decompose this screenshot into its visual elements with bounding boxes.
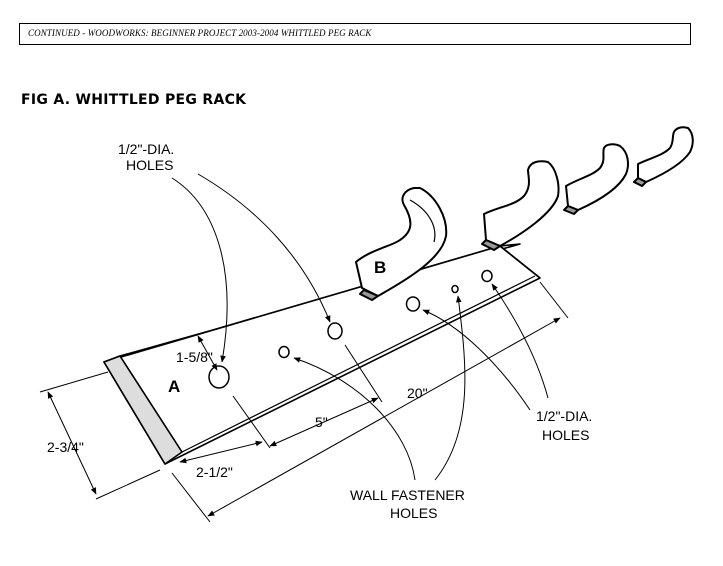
- peg-4: [633, 126, 694, 187]
- rack-board: [103, 243, 541, 465]
- dim-5-label: 5": [315, 414, 328, 430]
- hole-far-right: [481, 269, 493, 283]
- wall-fastener-label-1: WALL FASTENER: [350, 487, 465, 503]
- peg-b: [355, 187, 448, 301]
- holes-top-label-1: 1/2"-DIA.: [118, 141, 174, 157]
- header-box: CONTINUED - WOODWORKS: BEGINNER PROJECT …: [19, 23, 691, 45]
- dim-2-1-2-label: 2-1/2": [196, 464, 233, 480]
- dim-1-5-8-label: 1-5/8": [176, 349, 213, 365]
- holes-right-label-1: 1/2"-DIA.: [536, 408, 592, 424]
- part-b-label: B: [374, 258, 386, 277]
- peg-2: [481, 160, 560, 251]
- holes-top-label-2: HOLES: [126, 157, 173, 173]
- dim-20-label: 20": [407, 385, 428, 401]
- dim-2-3-4-label: 2-3/4": [47, 439, 84, 455]
- holes-right-label-2: HOLES: [542, 427, 589, 443]
- hole-a: [208, 365, 230, 389]
- fastener-hole-right: [451, 284, 459, 294]
- hole-right: [405, 296, 421, 312]
- wall-fastener-label-2: HOLES: [390, 505, 437, 521]
- peg-3: [563, 143, 629, 215]
- part-a-label: A: [168, 377, 180, 396]
- fastener-hole-left: [278, 345, 290, 359]
- header-text: CONTINUED - WOODWORKS: BEGINNER PROJECT …: [28, 28, 372, 38]
- hole-center: [327, 322, 343, 340]
- figure-title: FIG A. WHITTLED PEG RACK: [21, 92, 247, 108]
- dimension-lines: [39, 281, 569, 523]
